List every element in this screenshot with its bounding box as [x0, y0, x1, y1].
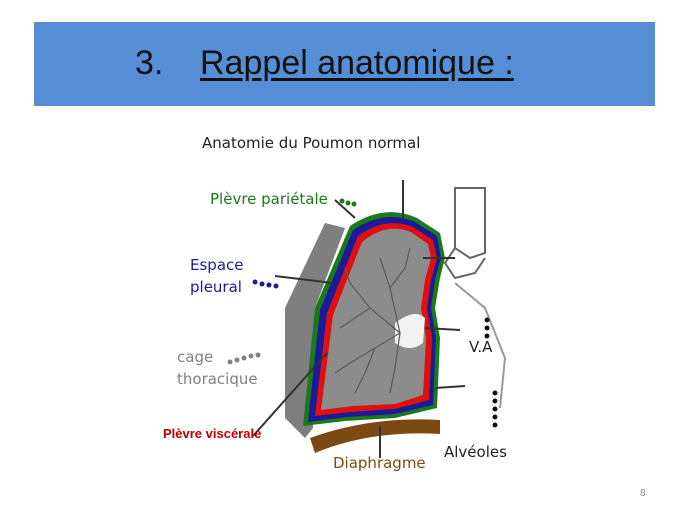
label-alveoles: Alvéoles	[444, 443, 507, 461]
title-bar	[34, 22, 655, 106]
arrow-alveoles	[434, 385, 466, 389]
label-espace-2: pleural	[190, 278, 242, 296]
lung-diagram	[227, 180, 507, 458]
arrow-viscerale	[252, 352, 328, 437]
arrow-parietale	[334, 199, 356, 219]
slide-number: 3.	[135, 44, 164, 82]
diaphragme-shape	[310, 419, 440, 453]
trachea-shape	[454, 187, 486, 260]
label-diaphragme: Diaphragme	[333, 454, 426, 472]
bronchus-right-shape	[454, 282, 507, 409]
lung-anatomy-figure: Anatomie du Poumon normal Plèvre pariéta…	[155, 108, 550, 483]
label-va: V.A	[469, 338, 493, 356]
label-plevre-viscerale: Plèvre viscérale	[163, 426, 262, 441]
arrow-espace	[274, 275, 334, 284]
label-cage-2: thoracique	[177, 370, 258, 388]
arrow-va	[424, 327, 461, 331]
label-espace-1: Espace	[190, 256, 244, 274]
hilum-shape	[395, 314, 425, 348]
bronchial-tree	[334, 247, 411, 394]
figure-heading: Anatomie du Poumon normal	[202, 134, 421, 152]
label-cage-1: cage	[177, 348, 214, 366]
slide-title: Rappel anatomique :	[200, 44, 514, 82]
dot-leaders	[227, 198, 498, 428]
page-number: 8	[640, 488, 646, 499]
label-plevre-parietale: Plèvre pariétale	[210, 190, 328, 208]
